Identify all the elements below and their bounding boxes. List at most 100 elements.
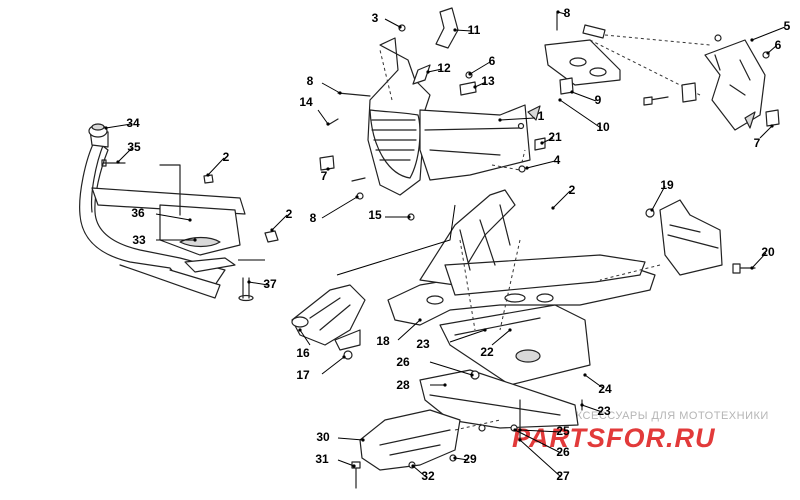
callout-2: 2 [551,183,576,210]
callout-leader-line [321,356,345,375]
watermark-logo: PARTSFOR.RU [512,423,716,453]
callout-number: 18 [376,334,390,348]
callout-leader-dot [116,160,120,164]
callout-leader-dot [770,124,774,128]
callout-29: 29 [453,452,477,466]
callout-number: 6 [775,38,782,52]
callout-31: 31 [315,452,356,468]
callout-18: 18 [376,318,422,348]
callout-4: 4 [525,153,561,170]
callout-23: 23 [416,328,487,351]
callout-leader-line [454,29,473,32]
callout-leader-dot [556,10,560,14]
callout-leader-dot [750,266,754,270]
callout-leader-dot [525,166,529,170]
callout-leader-dot [342,355,346,359]
callout-number: 30 [316,430,330,444]
callout-number: 29 [463,452,477,466]
callout-23: 23 [580,403,611,418]
callout-number: 2 [569,183,576,197]
callout-leader-dot [483,328,487,332]
callout-8: 8 [307,74,342,95]
callout-number: 25 [556,424,570,438]
callout-number: 26 [556,445,570,459]
main-frame-part [387,189,656,326]
callout-leader-line [751,26,786,41]
callout-leader-dot [650,208,654,212]
callout-2: 2 [206,150,230,177]
callout-leader-line [559,99,602,129]
callout-8: 8 [310,195,359,225]
callout-leader-line [541,137,554,144]
callout-number: 19 [660,178,674,192]
callout-26: 26 [396,355,474,377]
callout-number: 23 [416,337,430,351]
callout-number: 17 [296,368,310,382]
callout-24: 24 [583,373,612,396]
callout-leader-dot [407,215,411,219]
callout-number: 22 [480,345,494,359]
callout-5: 5 [750,19,791,42]
callout-13: 13 [473,74,495,89]
callout-leader-dot [298,328,302,332]
callout-number: 33 [132,233,146,247]
bumper-cap-part [88,123,108,138]
callout-number: 20 [761,245,775,259]
callout-leader-line [751,252,767,269]
callout-16: 16 [296,328,311,360]
callout-leader-line [337,437,364,441]
callout-number: 2 [286,207,293,221]
callout-number: 28 [396,378,410,392]
callout-number: 8 [310,211,317,225]
callout-leader-dot [470,373,474,377]
callout-25: 25 [518,424,570,438]
callout-leader-dot [558,98,562,102]
callout-leader-line [759,125,773,139]
callout-leader-line [299,329,311,346]
callout-leader-line [317,109,329,125]
callout-leader-dot [580,403,584,407]
callout-33: 33 [132,233,197,247]
callout-leader-line [429,361,473,376]
callout-leader-line [499,117,536,121]
callout-number: 14 [299,95,313,109]
callout-leader-dot [361,438,365,442]
callout-6: 6 [468,54,496,76]
side-frame-part [599,199,756,281]
callout-leader-dot [355,195,359,199]
callout-leader-dot [750,38,754,42]
callout-leader-dot [338,91,342,95]
callout-leader-line [581,404,603,413]
callout-37: 37 [247,277,277,291]
callout-number: 8 [564,6,571,20]
callout-number: 9 [595,93,602,107]
callout-leader-line [207,157,225,176]
callout-number: 13 [481,74,495,88]
callout-number: 2 [223,150,230,164]
callout-number: 26 [396,355,410,369]
callout-leader-dot [104,126,108,130]
skid-plate-part [439,239,591,386]
callout-number: 24 [598,382,612,396]
callout-7: 7 [321,167,330,183]
callout-leader-dot [247,280,251,284]
callout-15: 15 [368,208,411,222]
callout-leader-dot [443,383,447,387]
callout-leader-dot [518,428,522,432]
callout-leader-dot [188,218,192,222]
callout-number: 15 [368,208,382,222]
callout-number: 11 [468,23,481,37]
callout-number: 35 [127,140,141,154]
callout-number: 36 [131,206,145,220]
callout-leader-dot [473,85,477,89]
callout-leader-line [117,147,133,163]
callout-leader-dot [766,51,770,55]
callout-36: 36 [131,206,192,222]
callout-leader-dot [326,122,330,126]
callout-number: 6 [489,54,496,68]
callout-leader-line [397,319,421,341]
callout-leader-dot [570,90,574,94]
callout-number: 5 [784,19,791,33]
callout-leader-dot [418,318,422,322]
